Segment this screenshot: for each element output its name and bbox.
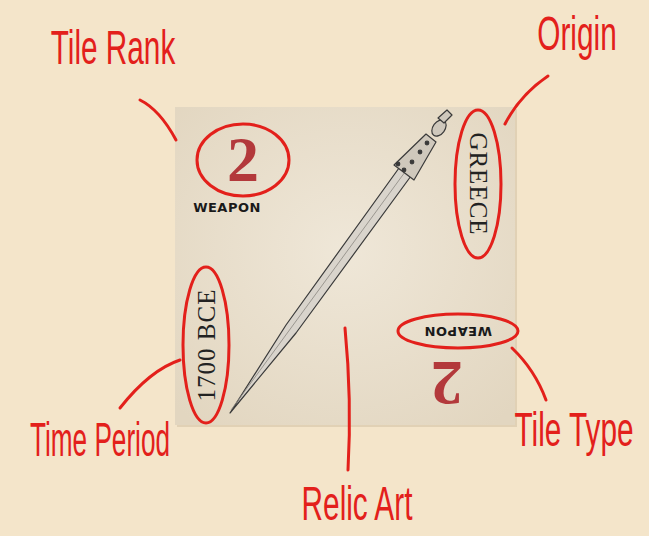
period-ellipse xyxy=(183,267,229,423)
callout-label: Relic Art xyxy=(302,480,413,528)
leader-line xyxy=(505,76,548,124)
tile-origin: GREECE xyxy=(466,132,491,235)
callout-label: Tile Rank xyxy=(51,24,176,72)
callout-label: Tile Type xyxy=(514,406,633,454)
rank-ellipse xyxy=(197,124,289,196)
tile-rank: 2 xyxy=(227,128,259,192)
leader-line xyxy=(345,328,349,470)
type-ellipse xyxy=(398,314,518,348)
tile-face xyxy=(175,107,515,425)
tile-rank: 2 xyxy=(431,351,463,415)
game-tile: 2WEAPONGREECE1700 BCEWEAPON2 xyxy=(175,107,515,425)
time-period: 1700 BCE xyxy=(194,289,219,402)
tile-type: WEAPON xyxy=(424,325,492,338)
callout-marks xyxy=(120,76,548,470)
leader-line xyxy=(120,360,180,408)
sword-drawing xyxy=(230,110,452,413)
origin-ellipse xyxy=(455,110,501,258)
tile-type: WEAPON xyxy=(193,201,261,214)
leader-line xyxy=(140,100,176,140)
leader-line xyxy=(512,348,546,400)
callout-label: Origin xyxy=(537,10,616,58)
callout-label: Time Period xyxy=(30,416,170,464)
